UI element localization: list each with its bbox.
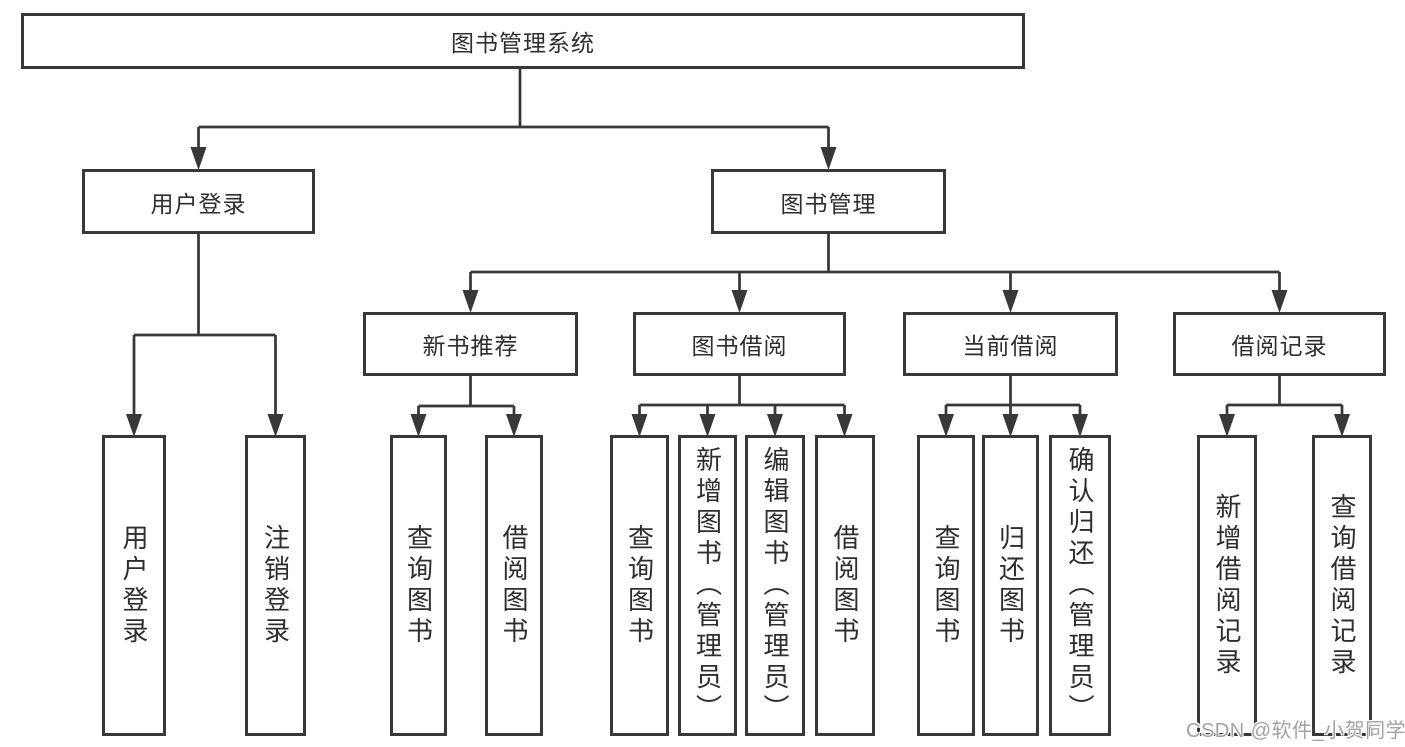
node-leaf-query-borrow-record: 查询借阅记录 xyxy=(1312,435,1372,736)
node-leaf-borrow-books-2: 借阅图书 xyxy=(815,435,875,736)
node-book-management: 图书管理 xyxy=(711,169,946,234)
node-label: 新增借阅记录 xyxy=(1212,492,1242,679)
node-label: 借阅图书 xyxy=(830,523,860,648)
node-leaf-return-books: 归还图书 xyxy=(982,435,1039,736)
node-leaf-confirm-return-admin: 确认归还（管理员） xyxy=(1049,435,1111,736)
node-borrow-records: 借阅记录 xyxy=(1173,312,1386,376)
node-current-borrow: 当前借阅 xyxy=(903,312,1118,376)
node-label: 确认归还（管理员） xyxy=(1065,446,1095,725)
node-label: 图书管理 xyxy=(780,190,877,217)
node-book-borrow: 图书借阅 xyxy=(633,312,846,376)
node-leaf-add-books-admin: 新增图书（管理员） xyxy=(678,435,737,736)
node-label: 借阅图书 xyxy=(499,523,529,648)
node-label: 新书推荐 xyxy=(422,333,519,359)
node-label: 图书借阅 xyxy=(691,333,788,359)
node-leaf-query-books-1: 查询图书 xyxy=(390,435,447,736)
node-leaf-add-borrow-record: 新增借阅记录 xyxy=(1197,435,1257,736)
node-label: 查询图书 xyxy=(931,523,961,648)
node-label: 查询图书 xyxy=(624,523,655,648)
csdn-watermark: CSDN @软件_小贺同学 xyxy=(1186,720,1405,742)
node-label: 图书管理系统 xyxy=(451,30,595,56)
node-label: 归还图书 xyxy=(995,523,1026,648)
node-leaf-query-books-3: 查询图书 xyxy=(917,435,975,736)
node-user-login: 用户登录 xyxy=(82,169,315,234)
node-label: 注销登录 xyxy=(260,523,291,648)
node-root-library-system: 图书管理系统 xyxy=(21,13,1025,69)
node-label: 借阅记录 xyxy=(1231,333,1328,359)
node-label: 编辑图书（管理员） xyxy=(760,446,790,725)
node-label: 查询借阅记录 xyxy=(1327,492,1357,679)
node-label: 新增图书（管理员） xyxy=(692,446,723,725)
node-leaf-logout: 注销登录 xyxy=(245,435,306,736)
node-label: 查询图书 xyxy=(403,523,434,648)
node-label: 当前借阅 xyxy=(962,333,1059,359)
node-leaf-user-login: 用户登录 xyxy=(102,435,166,736)
node-leaf-edit-books-admin: 编辑图书（管理员） xyxy=(745,435,805,736)
node-leaf-borrow-books-1: 借阅图书 xyxy=(485,435,543,736)
node-new-book-recommend: 新书推荐 xyxy=(363,312,578,376)
node-leaf-query-books-2: 查询图书 xyxy=(610,435,669,736)
node-label: 用户登录 xyxy=(150,190,247,217)
node-label: 用户登录 xyxy=(119,523,149,648)
